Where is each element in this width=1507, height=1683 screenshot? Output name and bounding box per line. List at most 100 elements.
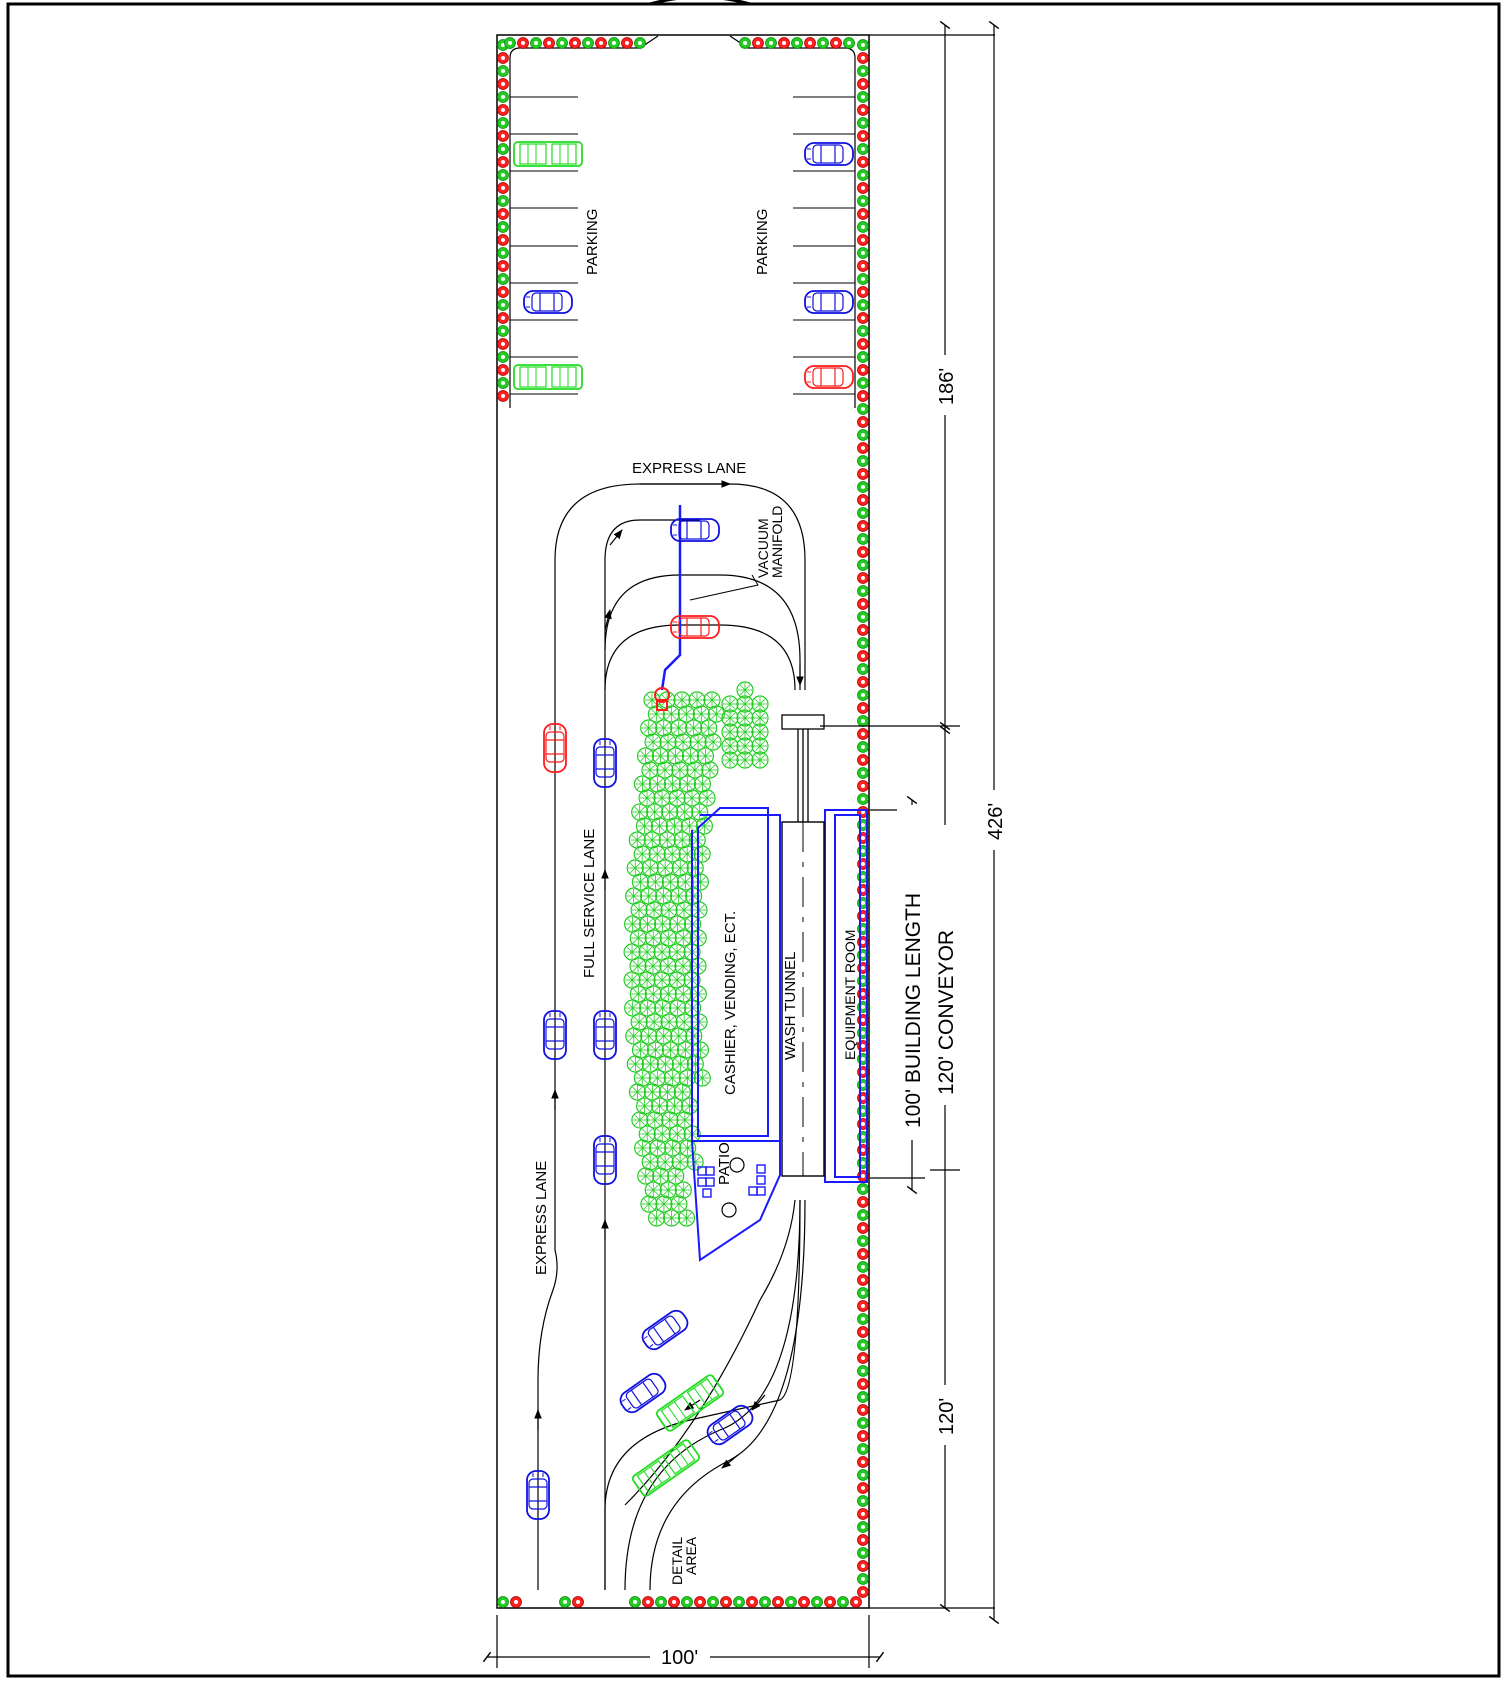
green-shrub	[497, 169, 509, 181]
flower-shrub	[857, 520, 869, 532]
flower-shrub	[857, 182, 869, 194]
flower-shrub	[497, 338, 509, 350]
patio-table-2	[721, 1202, 737, 1218]
parking-lot-outline	[509, 35, 856, 408]
green-shrub	[497, 117, 509, 129]
green-shrub	[857, 299, 869, 311]
vacuum-unit-base	[656, 699, 668, 711]
green-shrub	[857, 1521, 869, 1533]
flower-shrub	[746, 1596, 758, 1608]
equipment-room-label: EQUIPMENT ROOM	[842, 930, 858, 1060]
pickup-truck	[513, 141, 583, 167]
green-shrub	[857, 637, 869, 649]
green-shrub	[857, 715, 869, 727]
green-shrub	[857, 1287, 869, 1299]
car	[670, 615, 720, 639]
equipment-room-wall	[834, 814, 861, 1178]
green-shrub	[817, 37, 829, 49]
wash-tunnel-label: WASH TUNNEL	[782, 952, 799, 1060]
green-shrub	[556, 37, 568, 49]
flower-shrub	[857, 442, 869, 454]
flower-shrub	[857, 494, 869, 506]
tree	[664, 1139, 682, 1157]
equipment-room-outline	[824, 809, 868, 1183]
dimension-label-masks	[650, 355, 1009, 1669]
lane-paths	[537, 480, 806, 1591]
flower-shrub	[668, 1596, 680, 1608]
flower-shrub	[857, 130, 869, 142]
flower-shrub	[857, 260, 869, 272]
tree	[693, 1069, 711, 1087]
flower-shrub	[497, 182, 509, 194]
green-shrub	[791, 37, 803, 49]
green-shrub	[629, 1596, 641, 1608]
flower-shrub	[857, 156, 869, 168]
green-shrub	[857, 1365, 869, 1377]
car	[638, 1306, 692, 1354]
green-shrub	[765, 37, 777, 49]
dimension-426: 426'	[985, 803, 1007, 840]
green-shrub	[497, 299, 509, 311]
flower-shrub	[857, 1222, 869, 1234]
green-shrub	[857, 91, 869, 103]
green-shrub	[857, 403, 869, 415]
flower-shrub	[857, 572, 869, 584]
green-shrub	[530, 37, 542, 49]
green-shrub	[497, 273, 509, 285]
green-shrub	[837, 1596, 849, 1608]
conveyor-entrance	[781, 714, 825, 822]
patio-table-1	[729, 1157, 745, 1173]
green-shrub	[857, 1495, 869, 1507]
tree	[751, 751, 769, 769]
green-shrub	[843, 37, 855, 49]
tree	[662, 1209, 681, 1227]
tree	[640, 1195, 658, 1213]
flower-shrub	[857, 1378, 869, 1390]
flower-shrub	[857, 546, 869, 558]
green-shrub	[857, 351, 869, 363]
flower-shrub	[857, 676, 869, 688]
green-shrub	[497, 65, 509, 77]
flower-shrub	[857, 390, 869, 402]
car	[804, 365, 854, 389]
flower-shrub	[857, 52, 869, 64]
flower-shrub	[497, 52, 509, 64]
express-lane-top-label: EXPRESS LANE	[632, 460, 746, 477]
cashier-area-outline	[697, 807, 769, 1137]
green-shrub	[655, 1596, 667, 1608]
green-shrub	[707, 1596, 719, 1608]
manifold-label: MANIFOLD	[769, 506, 785, 578]
flower-shrub	[572, 1596, 584, 1608]
flower-shrub	[857, 1404, 869, 1416]
flower-shrub	[857, 104, 869, 116]
dimension-building-length: 100' BUILDING LENGTH	[902, 893, 925, 1128]
flower-shrub	[857, 1248, 869, 1260]
drawing-frame	[6, 2, 1501, 1678]
green-shrub	[759, 1596, 771, 1608]
flower-shrub	[857, 624, 869, 636]
flower-shrub	[857, 650, 869, 662]
flower-shrub	[857, 702, 869, 714]
flower-shrub	[720, 1596, 732, 1608]
dimension-conveyor: 120' CONVEYOR	[935, 930, 958, 1095]
green-shrub	[857, 429, 869, 441]
green-shrub	[857, 663, 869, 675]
pickup-truck	[630, 1437, 702, 1499]
green-shrub	[857, 767, 869, 779]
green-shrub	[733, 1596, 745, 1608]
car	[804, 290, 854, 314]
flower-shrub	[857, 728, 869, 740]
landscape-island-trees	[623, 681, 769, 1227]
flower-shrub	[857, 1430, 869, 1442]
flower-shrub	[824, 1596, 836, 1608]
green-shrub	[739, 37, 751, 49]
flower-shrub	[497, 208, 509, 220]
flower-shrub	[857, 1508, 869, 1520]
flower-shrub	[778, 37, 790, 49]
green-shrub	[497, 195, 509, 207]
tree	[701, 761, 719, 779]
patio-furniture	[697, 1164, 766, 1198]
flower-shrub	[497, 104, 509, 116]
green-shrub	[857, 1573, 869, 1585]
pickup-truck	[513, 364, 583, 390]
